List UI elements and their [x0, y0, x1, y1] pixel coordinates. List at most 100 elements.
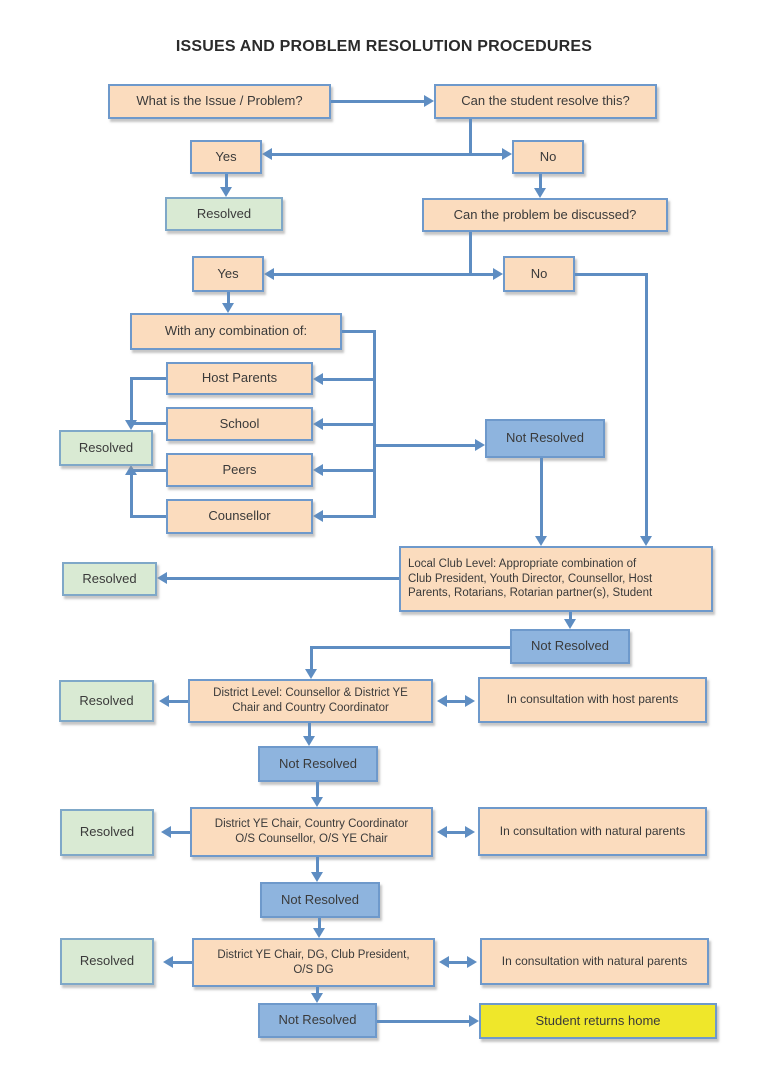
line-segment — [575, 273, 647, 276]
node-resolved-2: Resolved — [59, 430, 153, 466]
node-can-problem-be-discussed: Can the problem be discussed? — [422, 198, 668, 232]
line-segment — [540, 458, 543, 536]
arrowhead — [493, 268, 503, 280]
arrowhead — [313, 464, 323, 476]
node-not-resolved-1: Not Resolved — [485, 419, 605, 458]
line-segment — [130, 377, 133, 421]
arrowhead — [467, 956, 477, 968]
line-segment — [310, 646, 510, 649]
node-yes-1: Yes — [190, 140, 262, 174]
line-segment — [130, 469, 166, 472]
arrowhead — [465, 826, 475, 838]
arrowhead — [535, 536, 547, 546]
arrowhead — [534, 188, 546, 198]
arrowhead — [222, 303, 234, 313]
node-student-returns-home: Student returns home — [479, 1003, 717, 1039]
line-segment — [166, 577, 399, 580]
node-counsellor: Counsellor — [166, 499, 313, 534]
line-segment — [308, 723, 311, 737]
node-district-level-3: District YE Chair, DG, Club President, O… — [192, 938, 435, 987]
node-no-1: No — [512, 140, 584, 174]
arrowhead — [264, 268, 274, 280]
arrowhead — [424, 95, 434, 107]
node-no-2: No — [503, 256, 575, 292]
line-segment — [227, 292, 230, 303]
arrowhead — [161, 826, 171, 838]
line-segment — [130, 422, 166, 425]
node-local-club-level: Local Club Level: Appropriate combinatio… — [399, 546, 713, 612]
line-segment — [225, 174, 228, 187]
arrowhead — [564, 619, 576, 629]
line-segment — [469, 232, 472, 274]
node-can-student-resolve: Can the student resolve this? — [434, 84, 657, 119]
node-district-level-2: District YE Chair, Country Coordinator O… — [190, 807, 433, 857]
arrowhead — [437, 695, 447, 707]
arrowhead — [313, 510, 323, 522]
line-segment — [569, 612, 572, 620]
line-segment — [323, 469, 375, 472]
line-segment — [448, 961, 468, 964]
page-title: ISSUES AND PROBLEM RESOLUTION PROCEDURES — [175, 38, 593, 55]
arrowhead — [159, 695, 169, 707]
line-segment — [316, 857, 319, 873]
line-segment — [645, 273, 648, 536]
line-segment — [323, 378, 375, 381]
node-consult-natural-parents-1: In consultation with natural parents — [478, 807, 707, 856]
line-segment — [274, 273, 494, 276]
line-segment — [323, 423, 375, 426]
line-segment — [272, 153, 504, 156]
node-consult-natural-parents-2: In consultation with natural parents — [480, 938, 709, 985]
arrowhead — [311, 797, 323, 807]
node-yes-2: Yes — [192, 256, 264, 292]
node-resolved-4: Resolved — [59, 680, 154, 722]
node-not-resolved-5: Not Resolved — [258, 1003, 377, 1038]
line-segment — [130, 475, 133, 517]
arrowhead — [313, 928, 325, 938]
node-resolved-5: Resolved — [60, 809, 154, 856]
node-consult-host-parents: In consultation with host parents — [478, 677, 707, 723]
node-with-any-combination: With any combination of: — [130, 313, 342, 350]
line-segment — [316, 987, 319, 995]
node-not-resolved-3: Not Resolved — [258, 746, 378, 782]
node-resolved-6: Resolved — [60, 938, 154, 985]
arrowhead — [163, 956, 173, 968]
arrowhead — [475, 439, 485, 451]
arrowhead — [502, 148, 512, 160]
line-segment — [446, 831, 466, 834]
line-segment — [318, 918, 321, 929]
node-host-parents: Host Parents — [166, 362, 313, 395]
line-segment — [323, 515, 375, 518]
node-peers: Peers — [166, 453, 313, 487]
arrowhead — [311, 872, 323, 882]
arrowhead — [439, 956, 449, 968]
node-not-resolved-2: Not Resolved — [510, 629, 630, 664]
line-segment — [130, 515, 166, 518]
line-segment — [130, 377, 166, 380]
line-segment — [446, 700, 466, 703]
arrowhead — [313, 418, 323, 430]
line-segment — [316, 782, 319, 798]
arrowhead — [311, 993, 323, 1003]
node-district-level-1: District Level: Counsellor & District YE… — [188, 679, 433, 723]
arrowhead — [313, 373, 323, 385]
line-segment — [377, 1020, 470, 1023]
arrowhead — [125, 465, 137, 475]
arrowhead — [125, 420, 137, 430]
arrowhead — [469, 1015, 479, 1027]
arrowhead — [262, 148, 272, 160]
node-resolved-1: Resolved — [165, 197, 283, 231]
line-segment — [469, 119, 472, 154]
arrowhead — [305, 669, 317, 679]
node-resolved-3: Resolved — [62, 562, 157, 596]
arrowhead — [437, 826, 447, 838]
arrowhead — [465, 695, 475, 707]
node-what-is-issue: What is the Issue / Problem? — [108, 84, 331, 119]
line-segment — [539, 174, 542, 188]
node-school: School — [166, 407, 313, 441]
arrowhead — [157, 572, 167, 584]
arrowhead — [303, 736, 315, 746]
arrowhead — [640, 536, 652, 546]
line-segment — [172, 961, 192, 964]
line-segment — [331, 100, 426, 103]
